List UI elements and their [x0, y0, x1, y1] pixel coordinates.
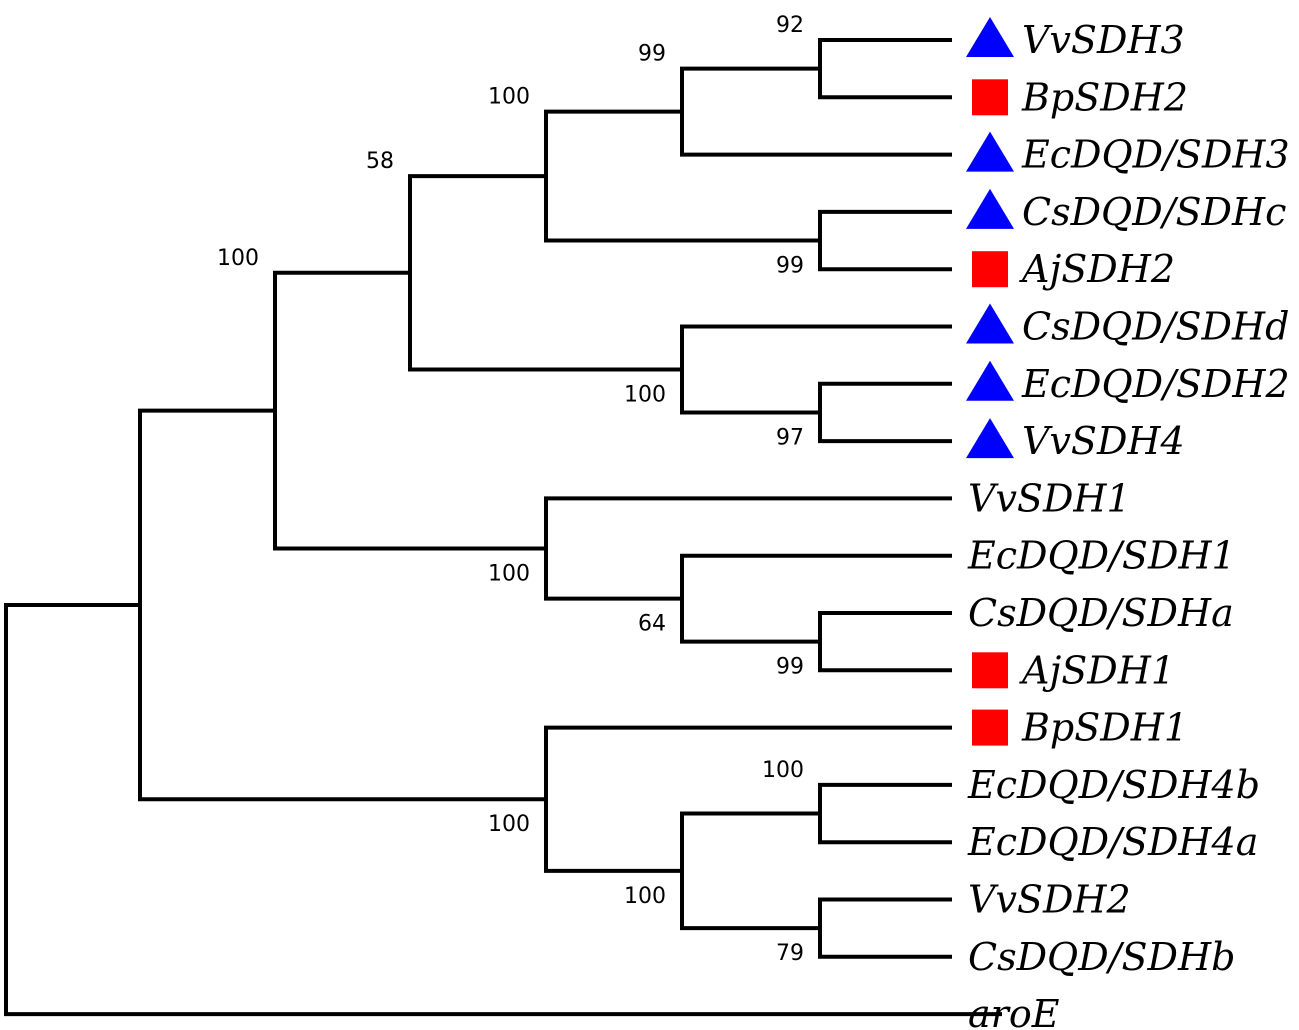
- triangle-marker-icon: [966, 418, 1014, 459]
- branch-n12: [818, 782, 952, 845]
- triangle-marker-icon: [966, 188, 1014, 229]
- leaf-label-t6: CsDQD/SDHd: [1022, 305, 1289, 349]
- triangle-marker-icon: [966, 303, 1014, 344]
- support-value-n3: 99: [776, 254, 804, 279]
- leaf-label-t15: EcDQD/SDH4a: [967, 820, 1258, 864]
- support-value-n15: 100: [488, 812, 530, 837]
- leaf-label-t11: CsDQD/SDHa: [968, 591, 1234, 635]
- leaf-label-t1: VvSDH3: [1022, 18, 1185, 62]
- square-marker-icon: [972, 79, 1008, 116]
- square-marker-icon: [972, 709, 1008, 746]
- branch-n9: [680, 553, 952, 644]
- branch-n8: [818, 611, 952, 673]
- square-marker-icon: [972, 251, 1008, 288]
- support-value-n8: 99: [776, 655, 804, 680]
- support-value-n6: 100: [624, 382, 666, 407]
- leaf-label-t17: CsDQD/SDHb: [968, 935, 1235, 979]
- leaf-label-t5: AjSDH2: [1019, 247, 1175, 291]
- support-value-n4: 100: [488, 85, 530, 110]
- support-value-n5: 97: [776, 425, 804, 450]
- support-value-n1: 92: [776, 13, 804, 38]
- branch-n13: [818, 897, 952, 959]
- support-value-n14: 100: [624, 884, 666, 909]
- branch-n5: [818, 381, 952, 444]
- support-value-n9: 64: [638, 612, 666, 637]
- leaf-labels: VvSDH3BpSDH2EcDQD/SDH3CsDQD/SDHcAjSDH2Cs…: [967, 18, 1290, 1030]
- branch-n14: [680, 811, 822, 931]
- leaf-label-t9: VvSDH1: [968, 476, 1131, 520]
- support-value-n7: 58: [366, 149, 394, 174]
- leaf-markers: [966, 17, 1014, 746]
- leaf-label-t18: aroE: [968, 992, 1060, 1030]
- leaf-label-t2: BpSDH2: [1021, 75, 1188, 119]
- leaf-label-t8: VvSDH4: [1022, 419, 1185, 463]
- support-value-n2: 99: [638, 42, 666, 67]
- branch-n10: [544, 496, 952, 601]
- support-value-n10: 100: [488, 562, 530, 587]
- support-values: 92 99 99 100 97 100 58 99 64 100 100 100 79 100 100: [217, 13, 804, 966]
- triangle-marker-icon: [966, 360, 1014, 401]
- leaf-label-t16: VvSDH2: [968, 878, 1131, 922]
- support-value-n12: 100: [762, 758, 804, 783]
- support-value-n13: 79: [776, 941, 804, 966]
- leaf-label-t14: EcDQD/SDH4b: [967, 763, 1260, 807]
- tree-branches: [4, 38, 1002, 1017]
- leaf-label-t12: AjSDH1: [1019, 648, 1175, 692]
- branch-n6: [680, 324, 952, 415]
- branch-n16: [138, 408, 548, 802]
- leaf-label-t4: CsDQD/SDHc: [1022, 190, 1286, 234]
- branch-n1: [818, 38, 952, 100]
- leaf-label-t3: EcDQD/SDH3: [1021, 133, 1290, 177]
- leaf-label-t13: BpSDH1: [1021, 706, 1188, 750]
- branch-n3: [818, 209, 952, 272]
- support-value-n11: 100: [217, 246, 259, 271]
- triangle-marker-icon: [966, 131, 1014, 172]
- branch-n15: [544, 725, 952, 873]
- leaf-label-t10: EcDQD/SDH1: [967, 534, 1236, 578]
- branch-root: [4, 602, 1002, 1017]
- branch-n2: [680, 66, 952, 157]
- triangle-marker-icon: [966, 17, 1014, 57]
- square-marker-icon: [972, 652, 1008, 689]
- leaf-label-t7: EcDQD/SDH2: [1021, 362, 1290, 406]
